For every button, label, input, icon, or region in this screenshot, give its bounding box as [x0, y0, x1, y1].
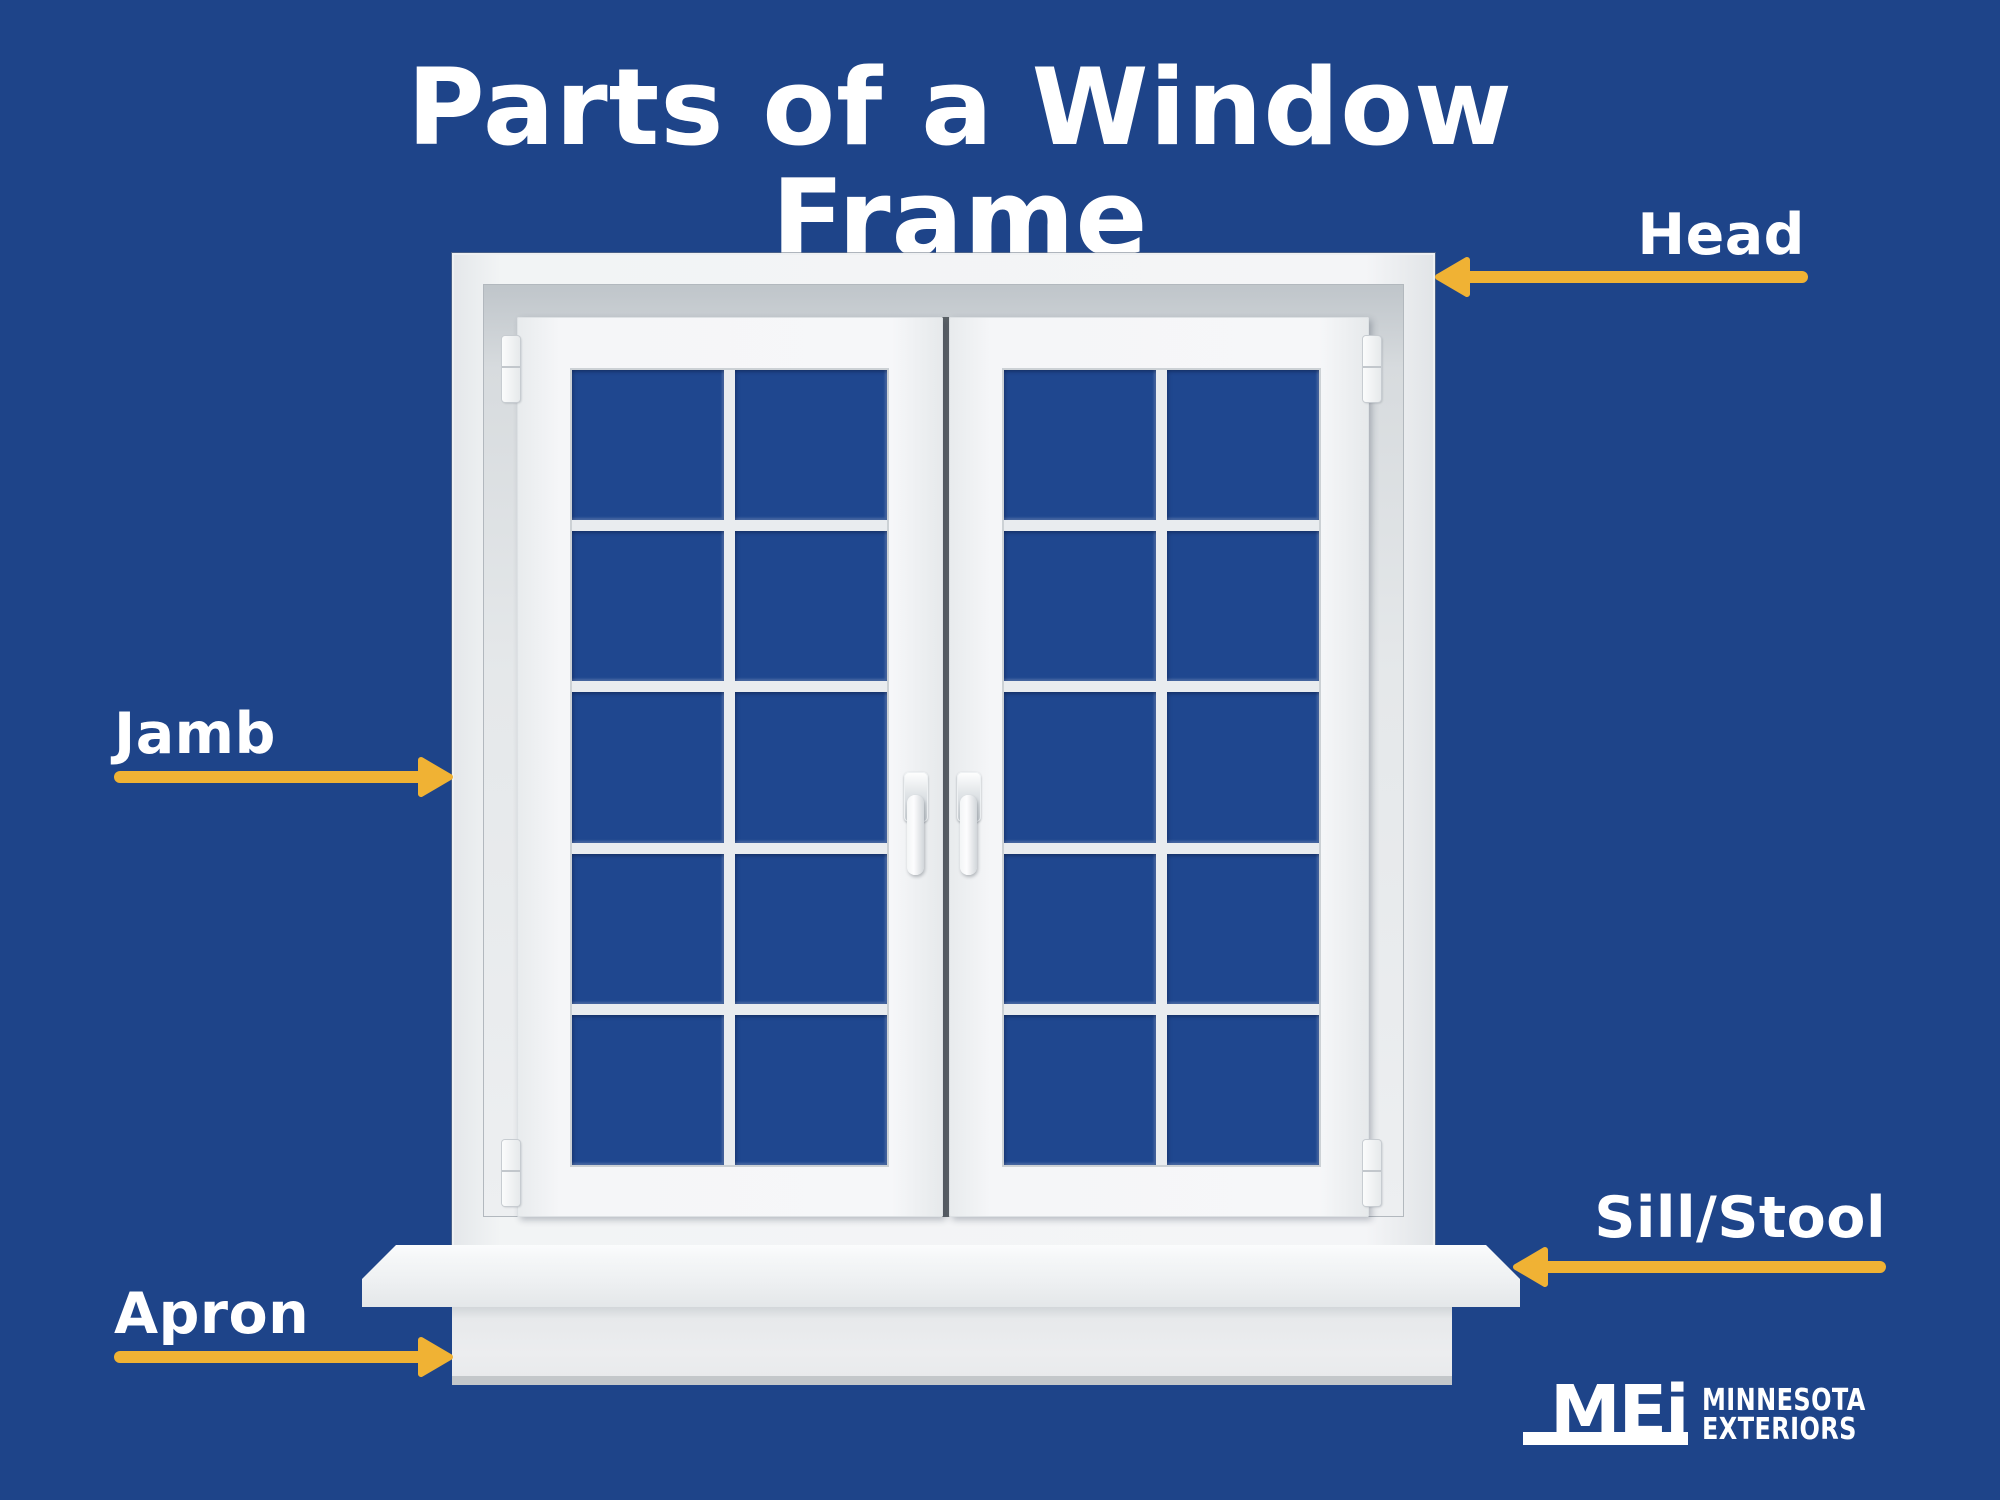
label-sill-stool: Sill/Stool	[1594, 1185, 1886, 1251]
brand-name-line2: EXTERIORS	[1701, 1411, 1857, 1447]
brand-logo: MEi MINNESOTA EXTERIORS	[1523, 1370, 1906, 1453]
glass-pane	[735, 1014, 887, 1165]
hinge-bottom-left	[502, 1140, 520, 1206]
right-sash-handle-lever	[960, 795, 977, 875]
hinge-top-left	[502, 336, 520, 402]
glass-pane	[572, 853, 724, 1004]
glass-pane	[735, 531, 887, 682]
glass-pane	[1167, 853, 1319, 1004]
glass-pane	[1004, 692, 1156, 843]
left-sash-grille	[570, 368, 889, 1167]
left-sash-handle-lever	[907, 795, 924, 875]
brand-name-line1: MINNESOTA	[1701, 1383, 1866, 1418]
page-title: Parts of a Window Frame	[407, 46, 1513, 281]
glass-pane	[572, 531, 724, 682]
glass-pane	[735, 853, 887, 1004]
glass-pane	[1167, 531, 1319, 682]
sash-meeting-gap	[939, 317, 949, 1217]
glass-pane	[572, 1014, 724, 1165]
glass-pane	[1167, 692, 1319, 843]
label-apron: Apron	[114, 1281, 310, 1347]
label-head: Head	[1637, 202, 1805, 268]
glass-pane	[1167, 1014, 1319, 1165]
glass-pane	[735, 692, 887, 843]
brand-logo-name: MINNESOTA EXTERIORS	[1701, 1383, 1866, 1447]
left-sash	[517, 317, 943, 1217]
hinge-top-right	[1363, 336, 1381, 402]
head-arrow-icon	[1435, 257, 1808, 297]
jamb-arrow-icon	[114, 757, 453, 797]
glass-pane	[1004, 1014, 1156, 1165]
glass-pane	[1004, 853, 1156, 1004]
right-sash-grille	[1002, 368, 1321, 1167]
window-sill	[362, 1245, 1520, 1307]
glass-pane	[735, 370, 887, 521]
glass-pane	[1004, 370, 1156, 521]
sill-stool-arrow-icon	[1513, 1247, 1886, 1287]
glass-pane	[572, 370, 724, 521]
brand-logo-mark: MEi	[1523, 1370, 1689, 1453]
label-jamb: Jamb	[114, 701, 276, 767]
right-sash	[949, 317, 1369, 1217]
window-apron	[452, 1307, 1452, 1385]
apron-arrow-icon	[114, 1337, 453, 1377]
glass-pane	[572, 692, 724, 843]
glass-pane	[1004, 531, 1156, 682]
hinge-bottom-right	[1363, 1140, 1381, 1206]
glass-pane	[1167, 370, 1319, 521]
